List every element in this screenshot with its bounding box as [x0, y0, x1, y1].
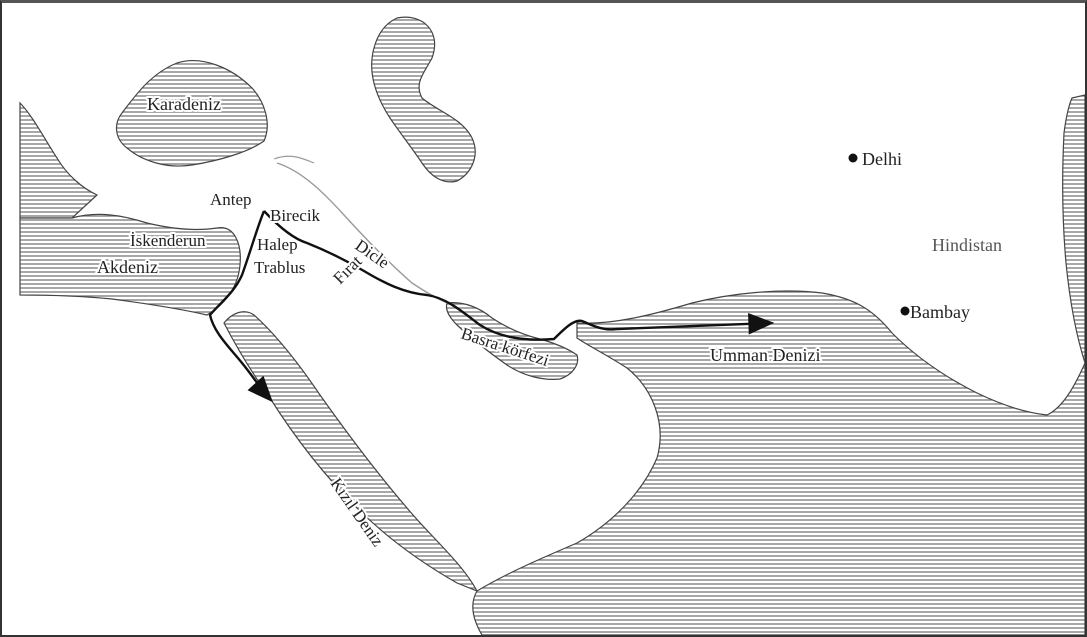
trablus-label: Trablus [254, 258, 305, 277]
umman-denizi-water [472, 290, 1085, 635]
trade-route-east [263, 210, 775, 341]
route-map: Karadeniz Akdeniz İskenderun Antep Birec… [19, 16, 1085, 635]
delhi-label: Delhi [862, 149, 902, 169]
umman-denizi-label: Umman Denizi [710, 345, 820, 365]
bambay-label: Bambay [910, 302, 970, 322]
basra-korfezi-water [445, 302, 579, 380]
akdeniz-label: Akdeniz [97, 257, 158, 277]
akdeniz-water [19, 213, 241, 316]
trade-route-south [208, 210, 273, 403]
kizil-deniz-water [223, 311, 479, 593]
birecik-label: Birecik [270, 206, 321, 225]
ege-water [19, 101, 99, 219]
karadeniz-water [116, 60, 268, 167]
iskenderun-label: İskenderun [130, 231, 206, 250]
halep-label: Halep [257, 235, 298, 254]
bambay-dot [900, 306, 910, 316]
bengal-water [1062, 94, 1085, 364]
dicle-river [276, 162, 453, 306]
karadeniz-label: Karadeniz [147, 94, 221, 114]
delhi-dot [848, 153, 858, 163]
hazar-water [371, 16, 476, 183]
antep-label: Antep [210, 190, 252, 209]
hindistan-label: Hindistan [932, 235, 1002, 255]
